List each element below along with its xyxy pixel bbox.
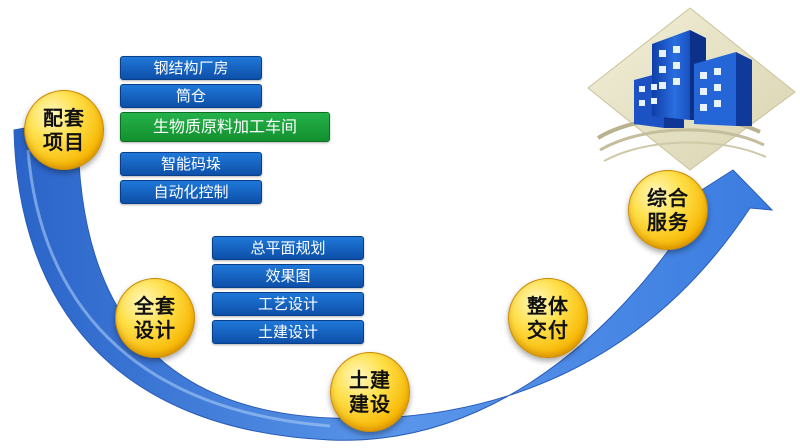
stage-integrated-service: 综合 服务 — [628, 170, 708, 250]
stage-label-line2: 交付 — [527, 318, 569, 342]
tag-renderings: 效果图 — [212, 264, 364, 288]
stage-label-line2: 设计 — [134, 318, 176, 342]
arrow-highlight — [26, 149, 331, 428]
stage-label-line1: 全套 — [134, 294, 176, 318]
tag-master-plan: 总平面规划 — [212, 236, 364, 260]
stage-label-line1: 配套 — [43, 106, 85, 130]
stage-overall-delivery: 整体 交付 — [508, 278, 588, 358]
tag-steel-structure-plant: 钢结构厂房 — [120, 56, 262, 80]
flow-arrow — [13, 117, 774, 441]
tag-smart-palletizing: 智能码垛 — [120, 152, 262, 176]
tag-process-design: 工艺设计 — [212, 292, 364, 316]
stage-supporting-projects: 配套 项目 — [24, 90, 104, 170]
stage-civil-construction: 土建 建设 — [330, 352, 410, 432]
stage-label-line1: 土建 — [349, 368, 391, 392]
tag-civil-design: 土建设计 — [212, 320, 364, 344]
stage-label-line2: 项目 — [43, 130, 85, 154]
stage-full-design: 全套 设计 — [115, 278, 195, 358]
office-building-icon — [587, 7, 796, 171]
stage-label-line1: 综合 — [647, 186, 689, 210]
stage-label-line1: 整体 — [527, 294, 569, 318]
tag-automation-control: 自动化控制 — [120, 180, 262, 204]
stage-label-line2: 建设 — [349, 392, 391, 416]
tag-biomass-workshop: 生物质原料加工车间 — [120, 112, 330, 142]
stage-label-line2: 服务 — [647, 210, 689, 234]
tag-silo: 筒仓 — [120, 84, 262, 108]
